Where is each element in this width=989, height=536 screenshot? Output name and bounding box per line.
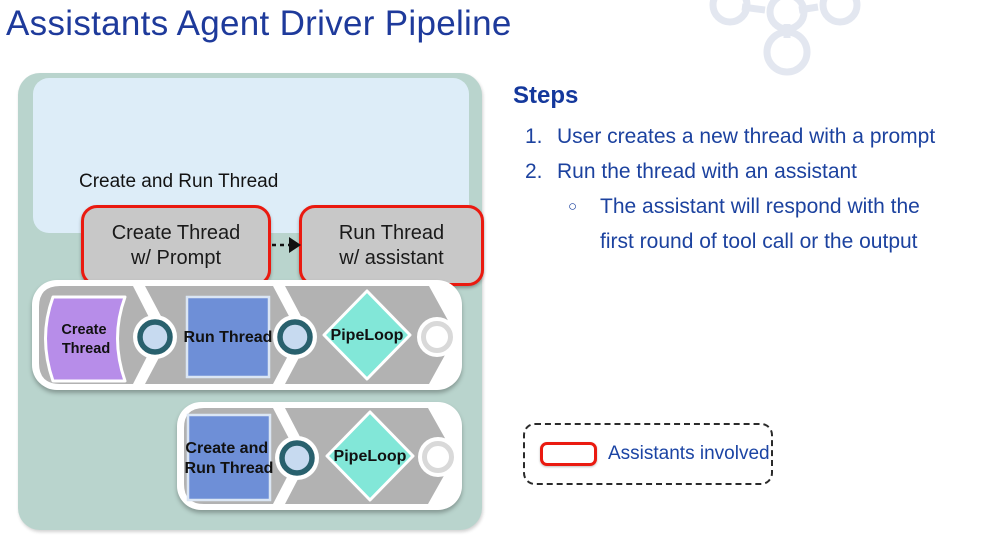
end-node — [421, 321, 453, 353]
svg-text:Create Thread: Create Thread — [61, 322, 110, 357]
pipeline-row-2: Create and Run Thread PipeLoop — [177, 402, 462, 510]
dashed-arrow-icon — [272, 237, 301, 253]
shape-label: Create — [61, 322, 106, 338]
box-line: Run Thread — [338, 221, 445, 244]
step-text: User creates a new thread with a prompt — [557, 125, 936, 148]
sub-step-text: The assistant will respond with the firs… — [600, 195, 920, 253]
step-text: Run the thread with an assistant — [557, 160, 858, 183]
steps-heading: Steps — [513, 82, 579, 109]
shape-label: Thread — [62, 341, 110, 357]
run-thread-assistant-box: Run Thread w/ assistant — [299, 205, 484, 286]
shape-label: Create and — [185, 440, 268, 457]
pipeloop-diamond-shape — [325, 410, 415, 502]
create-thread-shape — [44, 295, 127, 383]
legend-box: Assistants involved — [523, 423, 773, 485]
create-run-thread-group: Create and Run Thread Create Thread w/ P… — [33, 78, 484, 286]
page-title: Assistants Agent Driver Pipeline — [6, 4, 512, 43]
connector-node — [277, 319, 313, 355]
box-line: w/ Prompt — [130, 246, 222, 269]
box-line: w/ assistant — [339, 246, 444, 269]
create-and-run-thread-shape — [186, 413, 272, 502]
bullet-icon: ○ — [568, 198, 578, 215]
shape-label: Run Thread — [184, 329, 273, 346]
end-node — [422, 441, 454, 473]
shape-label: PipeLoop — [331, 327, 404, 344]
step-item-1: 1. User creates a new thread with a prom… — [513, 119, 983, 154]
assistant-swatch-icon — [540, 442, 597, 466]
svg-text:Create and Run Thread: Create and Run Thread — [185, 440, 274, 477]
connector-node — [137, 319, 173, 355]
molecule-logo-icon — [709, 0, 861, 76]
box-line: Create Thread — [111, 221, 241, 244]
step-2-sub-item: ○ The assistant will respond with the fi… — [568, 189, 983, 259]
legend-label: Assistants involved — [608, 443, 770, 464]
steps-section: Steps 1. User creates a new thread with … — [513, 82, 983, 259]
pipeline-row-1: Create Thread Run Thread PipeLoop — [32, 280, 462, 390]
connector-node — [279, 440, 315, 476]
run-thread-shape — [185, 295, 271, 379]
pipeloop-diamond-shape — [322, 289, 412, 381]
create-thread-prompt-box: Create Thread w/ Prompt — [81, 205, 271, 286]
group-label: Create and Run Thread — [79, 171, 279, 192]
shape-label: PipeLoop — [334, 448, 407, 465]
step-item-2: 2. Run the thread with an assistant — [513, 154, 983, 189]
shape-label: Run Thread — [185, 460, 274, 477]
step-number: 1. — [525, 125, 543, 148]
step-number: 2. — [525, 160, 543, 183]
